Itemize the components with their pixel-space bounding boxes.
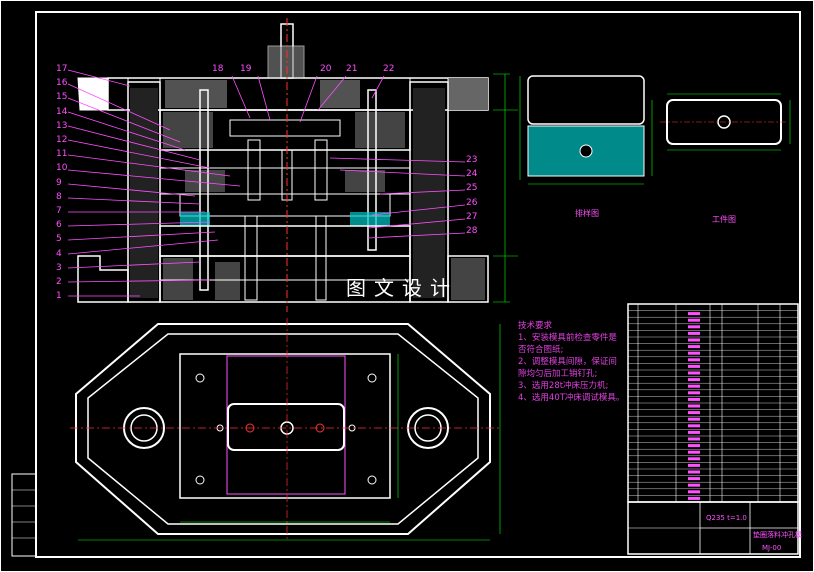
part-number-label: 20: [320, 64, 332, 74]
technical-requirements: 技术要求 1、安装模具前检查零件是 否符合图纸; 2、调整模具间隙，保证间 隙均…: [518, 320, 624, 404]
tech-line: 隙均匀后加工销钉孔;: [518, 369, 598, 379]
title-block-drawing-number: MJ-00: [762, 544, 782, 552]
part-number-label: 16: [56, 78, 68, 89]
part-number-label: 7: [56, 206, 62, 216]
tech-line: 3、选用28t冲床压力机;: [518, 381, 609, 391]
part-number-label: 18: [212, 64, 224, 74]
part-number-label: 12: [56, 135, 68, 145]
part-number-label: 26: [466, 197, 478, 208]
inner-border: [35, 11, 801, 558]
strip-layout-view: [519, 75, 653, 185]
part-number-label: 21: [346, 64, 358, 74]
part-number-label: 17: [56, 64, 68, 74]
part-number-label: 13: [56, 120, 68, 131]
part-number-label: 23: [466, 155, 478, 165]
part-number-label: 27: [466, 211, 478, 222]
part-number-label: 1: [56, 291, 62, 302]
tech-line: 2、调整模具间隙，保证间: [518, 357, 617, 367]
watermark-text: 图文设计: [346, 276, 458, 300]
part-number-label: 25: [466, 183, 478, 194]
part-number-label: 22: [383, 64, 395, 74]
part-number-label: 5: [56, 234, 62, 245]
part-number-label: 4: [56, 248, 62, 259]
part-view: [660, 93, 791, 151]
part-number-label: 10: [56, 163, 68, 174]
part-number-label: 11: [56, 149, 68, 160]
part-number-label: 9: [56, 177, 62, 188]
part-number-label: 28: [466, 226, 478, 236]
revision-strip: [11, 473, 37, 557]
part-number-label: 15: [56, 92, 68, 103]
title-block-material: Q235 t=1.0: [706, 514, 747, 522]
part-number-label: 24: [466, 169, 478, 180]
part-number-label: 2: [56, 277, 62, 287]
part-drawing-caption: 工件图: [712, 215, 736, 224]
strip-layout-caption: 排样图: [575, 209, 599, 218]
parts-list-table: [627, 303, 799, 555]
part-number-label: 6: [56, 220, 62, 231]
plan-view: [70, 318, 501, 541]
tech-line: 4、选用40T冲床调试模具。: [518, 393, 625, 403]
part-number-label: 8: [56, 191, 62, 202]
tech-title: 技术要求: [518, 321, 553, 331]
section-view: [67, 18, 518, 312]
tech-line: 否符合图纸;: [518, 345, 564, 355]
part-number-label: 14: [56, 106, 68, 117]
title-block-name: 垫圈落料冲孔模: [753, 531, 802, 539]
part-number-label: 3: [56, 262, 62, 273]
part-number-label: 19: [240, 64, 252, 74]
tech-line: 1、安装模具前检查零件是: [518, 333, 617, 343]
